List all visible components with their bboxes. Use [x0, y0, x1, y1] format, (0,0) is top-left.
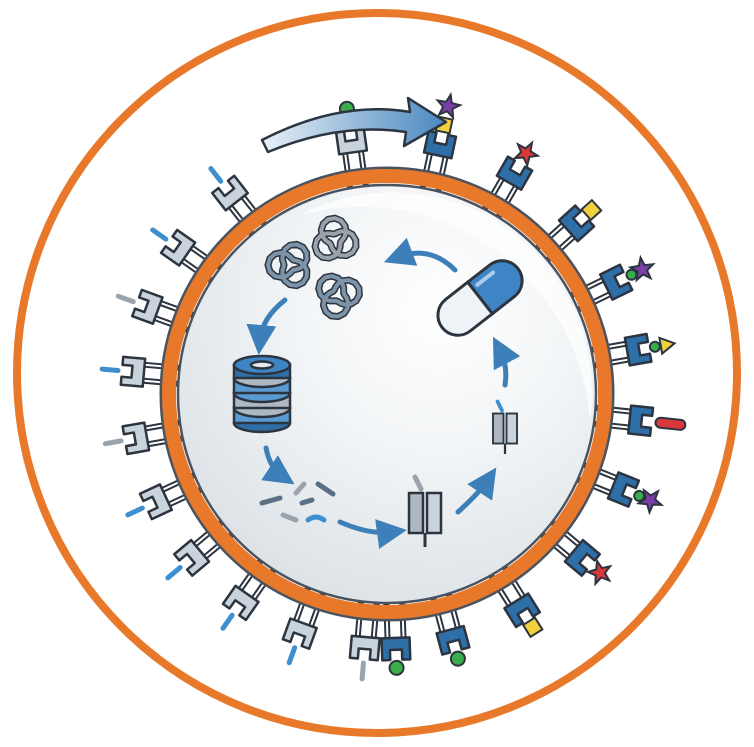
ligand-stub: [165, 565, 183, 581]
peptide-fragments-icon: [259, 481, 336, 523]
outer-ring: [13, 9, 741, 737]
new-receptor-icon: [407, 474, 443, 547]
star-ligand-icon: [635, 487, 665, 516]
large-arrow-icon: [260, 96, 448, 154]
ligand-stub: [359, 660, 366, 682]
cytoplasm-highlight: [300, 192, 592, 420]
square-ligand-icon: [521, 616, 544, 639]
square-ligand-icon: [580, 198, 603, 222]
arrow-pill-to-aggregates: [383, 237, 458, 273]
cycle-arrows: [246, 237, 521, 549]
ligand-stub: [125, 505, 145, 518]
ligand-stub: [115, 293, 136, 305]
ligand-stub: [102, 438, 124, 447]
arrow-receptor-to-small-receptor: [455, 467, 497, 515]
circle-ligand-icon: [388, 659, 405, 676]
ligand-stub: [208, 166, 224, 184]
proteasome-icon: [232, 354, 292, 434]
circle-ligand-icon: [449, 650, 466, 667]
star-ligand-icon: [512, 140, 541, 169]
arrow-fragments-to-receptor: [337, 519, 407, 549]
protein-aggregates-icon: [264, 214, 363, 321]
arrow-small-receptor-to-pill: [492, 336, 521, 388]
ligand-stub: [220, 612, 235, 631]
drug-capsule-icon: [436, 259, 524, 337]
ligand-stub: [286, 645, 298, 666]
ligand-stub: [99, 366, 121, 373]
cell-membrane: [162, 169, 612, 619]
ligand-stub: [150, 227, 169, 242]
star-ligand-icon: [627, 254, 656, 283]
cell-membrane-outline: [159, 166, 615, 622]
arrow-proteasome-to-fragments: [261, 445, 295, 485]
bar-ligand-icon: [654, 416, 687, 431]
internalized-receptor-icon: [492, 399, 518, 454]
arrow-aggregates-to-proteasome: [246, 297, 288, 355]
triangle-ligand-icon: [658, 336, 677, 356]
star-ligand-icon: [435, 91, 463, 121]
star-ligand-icon: [585, 558, 613, 587]
